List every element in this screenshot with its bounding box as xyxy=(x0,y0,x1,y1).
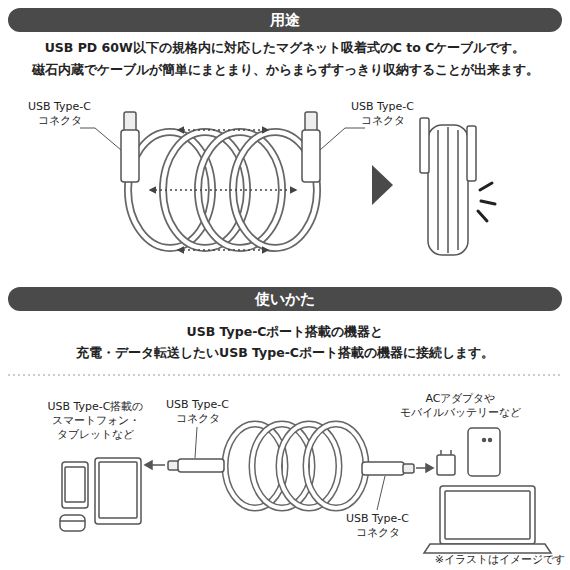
usb-c-connector xyxy=(362,462,404,475)
direction-arrow xyxy=(151,464,165,466)
laptop xyxy=(424,544,551,553)
magnet-arrows xyxy=(150,130,296,250)
power-source xyxy=(483,439,486,442)
leader-line xyxy=(195,427,197,458)
coiled-cable xyxy=(128,132,317,248)
usb-c-connector xyxy=(305,112,317,132)
usage-text: USB Type-Cポート搭載の機器と xyxy=(0,324,570,340)
magnet-arrows xyxy=(178,249,268,251)
connector-label: USB Type-C コネクタ xyxy=(345,100,420,128)
magnet-arrows xyxy=(178,129,268,131)
usb-c-connector xyxy=(121,130,139,182)
direction-arrow xyxy=(145,461,152,469)
laptop xyxy=(424,486,551,553)
smartphone-tablet xyxy=(60,458,141,531)
bundled-cable xyxy=(437,130,439,250)
usage-text: 充電・データ転送したいUSB Type-Cポート搭載の機器に接続します。 xyxy=(0,345,570,361)
smartphone-tablet xyxy=(65,467,85,502)
leader-line xyxy=(80,128,385,510)
coiled-cable xyxy=(306,424,366,508)
divider xyxy=(8,375,562,376)
bundled-cable xyxy=(420,118,476,255)
description-text: 磁石内蔵でケーブルが簡単にまとまり、からまらずすっきり収納することが出来ます。 xyxy=(0,62,570,78)
leader-line xyxy=(80,128,121,150)
laptop xyxy=(440,486,535,544)
snap-burst xyxy=(478,211,487,221)
bundled-cable xyxy=(447,127,449,253)
note: ※イラストはイメージです xyxy=(405,553,565,567)
snap-burst xyxy=(480,183,492,190)
power-source xyxy=(440,450,442,455)
section-heading: 使いかた xyxy=(255,290,315,309)
section-band: 使いかた xyxy=(8,287,562,311)
section-band: 用途 xyxy=(8,8,562,32)
connector-label: USB Type-C コネクタ xyxy=(22,100,97,128)
power-source xyxy=(450,450,452,455)
connector-label: USB Type-C コネクタ xyxy=(160,398,235,426)
bundled-cable xyxy=(428,125,468,255)
usb-c-connector xyxy=(178,459,224,472)
connector-label: USB Type-C コネクタ xyxy=(340,512,415,540)
usb-c-connector xyxy=(124,112,136,132)
leader-line xyxy=(320,128,365,150)
section-heading: 用途 xyxy=(270,11,300,30)
snap-burst xyxy=(478,183,495,221)
device-label: USB Type-C搭載の スマートフォン・ タブレットなど xyxy=(38,400,153,441)
snap-burst xyxy=(481,201,495,204)
smartphone-tablet xyxy=(99,462,137,518)
leader-line xyxy=(377,476,385,510)
bundled-cable xyxy=(457,130,459,250)
power-source xyxy=(468,428,500,476)
power-source xyxy=(437,428,500,476)
power-source xyxy=(437,455,455,475)
usb-c-connector xyxy=(168,459,414,475)
laptop xyxy=(445,491,530,539)
description-text: USB PD 60W以下の規格内に対応したマグネット吸着式のC to Cケーブル… xyxy=(0,40,570,56)
smartphone-tablet xyxy=(95,458,141,524)
coiled-cable xyxy=(225,424,366,508)
coiled-cable xyxy=(306,424,366,508)
bundled-cable xyxy=(467,126,476,181)
usb-c-connector xyxy=(302,130,320,182)
power-source xyxy=(489,439,492,442)
usb-c-connector xyxy=(121,112,320,182)
smartphone-tablet xyxy=(60,515,85,531)
bundled-cable xyxy=(420,118,429,173)
device-label: ACアダプタや モバイルバッテリーなど xyxy=(393,392,528,420)
direction-arrow xyxy=(426,464,433,472)
transition-arrow xyxy=(372,165,393,205)
usb-c-connector xyxy=(403,464,414,473)
smartphone-tablet xyxy=(62,462,88,508)
magnet-arrows xyxy=(150,189,296,191)
smartphone-tablet xyxy=(60,520,85,522)
